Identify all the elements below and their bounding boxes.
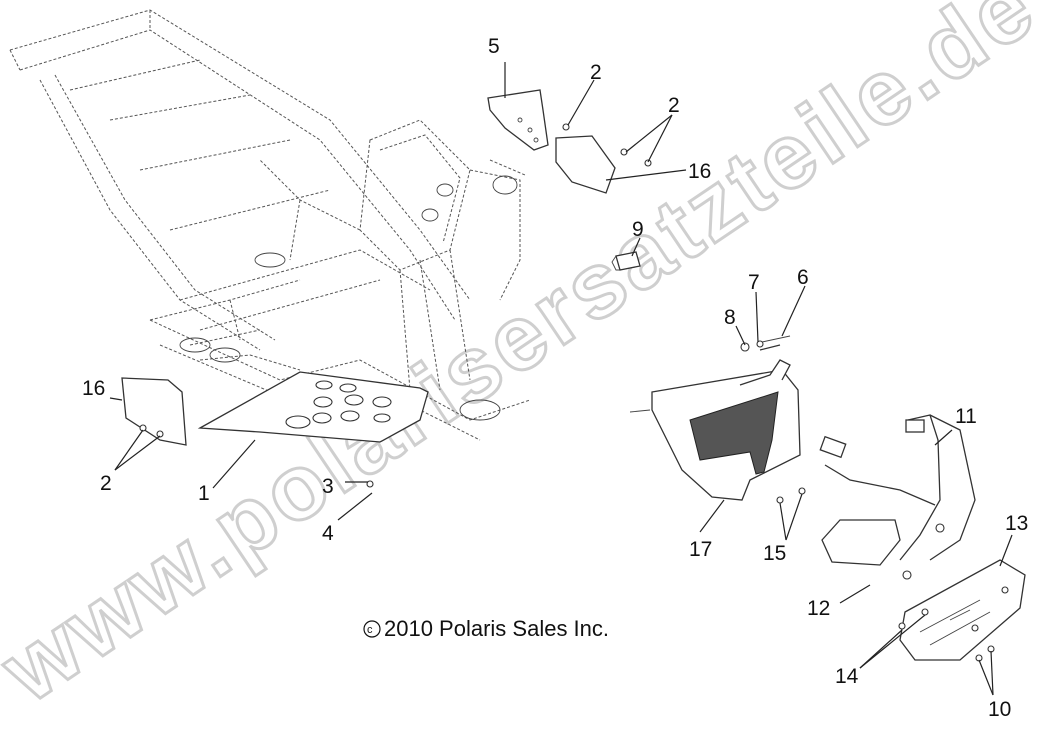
- callout-14: 14: [835, 665, 859, 688]
- leader-15-a: [779, 502, 787, 541]
- callout-5: 5: [488, 35, 500, 58]
- callout-4: 4: [322, 522, 334, 545]
- leader-8: [755, 291, 759, 343]
- leader-lines: [109, 62, 1013, 696]
- callout-15: 15: [763, 542, 786, 565]
- part-16-panel-upper: [555, 123, 652, 194]
- leader-17: [699, 499, 725, 533]
- leader-2-b2: [647, 114, 673, 163]
- callout-8: 7: [748, 271, 760, 294]
- part-16-panel-lower: [121, 377, 187, 446]
- callout-7: 6: [797, 266, 809, 289]
- callout-16-b: 16: [82, 377, 105, 400]
- copyright-line: c 2010 Polaris Sales Inc.: [363, 616, 609, 641]
- part-10-block: [611, 251, 641, 271]
- callout-10: 9: [632, 218, 644, 241]
- callout-17: 17: [689, 538, 712, 561]
- leader-4: [337, 492, 373, 521]
- leader-16-a: [605, 169, 687, 181]
- leader-1: [212, 439, 256, 489]
- leader-9: [735, 325, 746, 346]
- leader-2-b1: [625, 114, 673, 153]
- callout-13: 13: [1005, 512, 1028, 535]
- copyright-circle: [363, 620, 381, 638]
- leader-6-a: [978, 659, 994, 696]
- part-5-bracket: [487, 89, 549, 151]
- leader-2-c2: [114, 435, 161, 471]
- leader-2-a: [567, 79, 595, 126]
- part-1-skid-plate: [197, 371, 429, 488]
- copyright-c: c: [367, 624, 373, 636]
- leader-10: [631, 237, 641, 257]
- leader-16-b: [109, 397, 123, 401]
- part-11-bumper: [819, 414, 976, 580]
- callout-1: 1: [198, 482, 210, 505]
- leader-7: [781, 285, 806, 337]
- callout-2-c: 2: [100, 472, 112, 495]
- callout-2-b: 2: [668, 94, 680, 117]
- callout-16-a: 16: [688, 160, 711, 183]
- callout-9: 8: [724, 306, 736, 329]
- callout-3: 3: [322, 475, 334, 498]
- leader-2-c1: [114, 429, 144, 471]
- copyright-text: 2010 Polaris Sales Inc.: [384, 616, 609, 641]
- leader-6-b: [990, 650, 994, 696]
- part-17-front-grille: [629, 335, 806, 504]
- callout-12: 12: [807, 597, 830, 620]
- callout-2-a: 2: [590, 61, 602, 84]
- callouts: 5 2 2 16 9 8 7 6 16 2 1 3 4 17 15 11 12 …: [82, 35, 1028, 721]
- leader-12: [839, 584, 871, 604]
- callout-6: 10: [988, 698, 1011, 721]
- leader-15-b: [785, 493, 803, 541]
- callout-11: 11: [955, 405, 977, 428]
- part-13-skid: [898, 559, 1026, 662]
- leader-13: [999, 534, 1013, 567]
- leader-14-b: [859, 614, 926, 669]
- frame-assembly: [9, 9, 531, 441]
- leader-11: [934, 429, 953, 446]
